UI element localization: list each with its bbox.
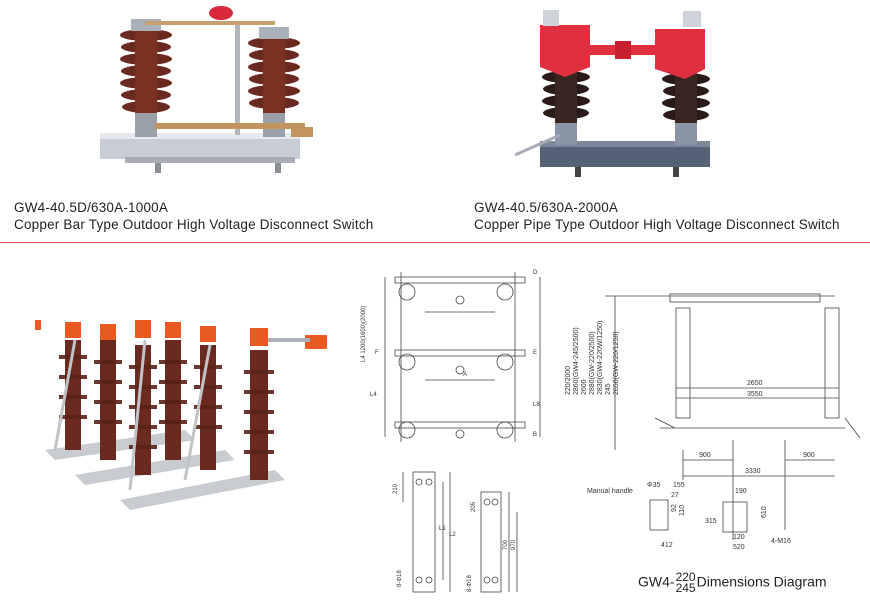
label-e: E bbox=[533, 350, 538, 356]
label-520: 520 bbox=[733, 544, 745, 551]
label-b: B bbox=[533, 432, 538, 438]
dimension-drawing-plate-1 bbox=[402, 471, 451, 593]
label-120: 120 bbox=[733, 534, 745, 541]
label-d: D bbox=[533, 270, 538, 276]
label-l1: L1 bbox=[439, 526, 446, 532]
label-v1: 2860(GW4-245/2500) bbox=[573, 327, 580, 395]
dimensions-prefix: GW4- bbox=[638, 573, 675, 590]
label-phi18a: 8-Φ18 bbox=[397, 570, 403, 587]
product-description-2: Copper Pipe Type Outdoor High Voltage Di… bbox=[474, 217, 840, 232]
label-205: 205 bbox=[471, 501, 477, 512]
label-27: 27 bbox=[671, 492, 679, 499]
product-photo-copper-bar-switch bbox=[100, 6, 313, 173]
product-photo-three-phase-switch bbox=[35, 320, 327, 510]
label-210: 210 bbox=[393, 483, 399, 494]
label-manual-handle: Manual handle bbox=[587, 488, 633, 495]
label-412: 412 bbox=[661, 542, 673, 549]
dimensions-suffix: Dimensions Diagram bbox=[696, 573, 827, 590]
label-155: 155 bbox=[673, 482, 685, 489]
label-700: 700 bbox=[503, 539, 509, 550]
section-divider bbox=[0, 242, 870, 243]
label-3330: 3330 bbox=[745, 468, 761, 475]
product-model-1: GW4-40.5D/630A-1000A bbox=[14, 200, 169, 215]
label-a: A bbox=[463, 372, 468, 378]
label-970: 970 bbox=[511, 539, 517, 550]
label-92: 92 bbox=[671, 504, 678, 512]
product-photo-copper-pipe-switch bbox=[514, 10, 710, 177]
dimension-drawing-side bbox=[605, 293, 861, 540]
label-phi35: Φ35 bbox=[647, 482, 661, 489]
label-v7: 245 bbox=[605, 383, 612, 395]
label-v3: 2830(GW4-220W/1250) bbox=[597, 320, 604, 395]
label-v6: 2600 bbox=[581, 379, 588, 395]
label-v4: 2650(GW-220/1250) bbox=[613, 331, 620, 395]
dimension-drawing-front bbox=[384, 272, 541, 442]
label-315: 315 bbox=[705, 518, 717, 525]
product-model-2: GW4-40.5/630A-2000A bbox=[474, 200, 619, 215]
label-v5: 220/2000 bbox=[565, 365, 572, 395]
label-l4a: L4 1200(1600)(2000) bbox=[361, 305, 367, 362]
dimension-drawing-plate-2 bbox=[480, 491, 518, 593]
label-phi18b: 8-Φ18 bbox=[467, 575, 473, 592]
label-l2: L2 bbox=[449, 532, 456, 538]
label-190: 190 bbox=[735, 488, 747, 495]
label-900-left: 900 bbox=[699, 452, 711, 459]
label-l4: L4 bbox=[370, 392, 377, 398]
dimensions-num-top: 220 bbox=[675, 570, 696, 584]
label-900-right: 900 bbox=[803, 452, 815, 459]
product-description-1: Copper Bar Type Outdoor High Voltage Dis… bbox=[14, 217, 374, 232]
dimensions-num-bottom: 245 bbox=[675, 581, 696, 595]
label-610: 610 bbox=[761, 506, 768, 518]
label-3550: 3550 bbox=[747, 391, 763, 398]
label-2650: 2650 bbox=[747, 380, 763, 387]
label-v2: 2880(GW-220/2500) bbox=[589, 331, 596, 395]
label-f: F bbox=[375, 350, 379, 356]
label-4-m16: 4-M16 bbox=[771, 538, 791, 545]
label-l8: L8 bbox=[533, 402, 540, 408]
label-110: 110 bbox=[679, 504, 686, 516]
